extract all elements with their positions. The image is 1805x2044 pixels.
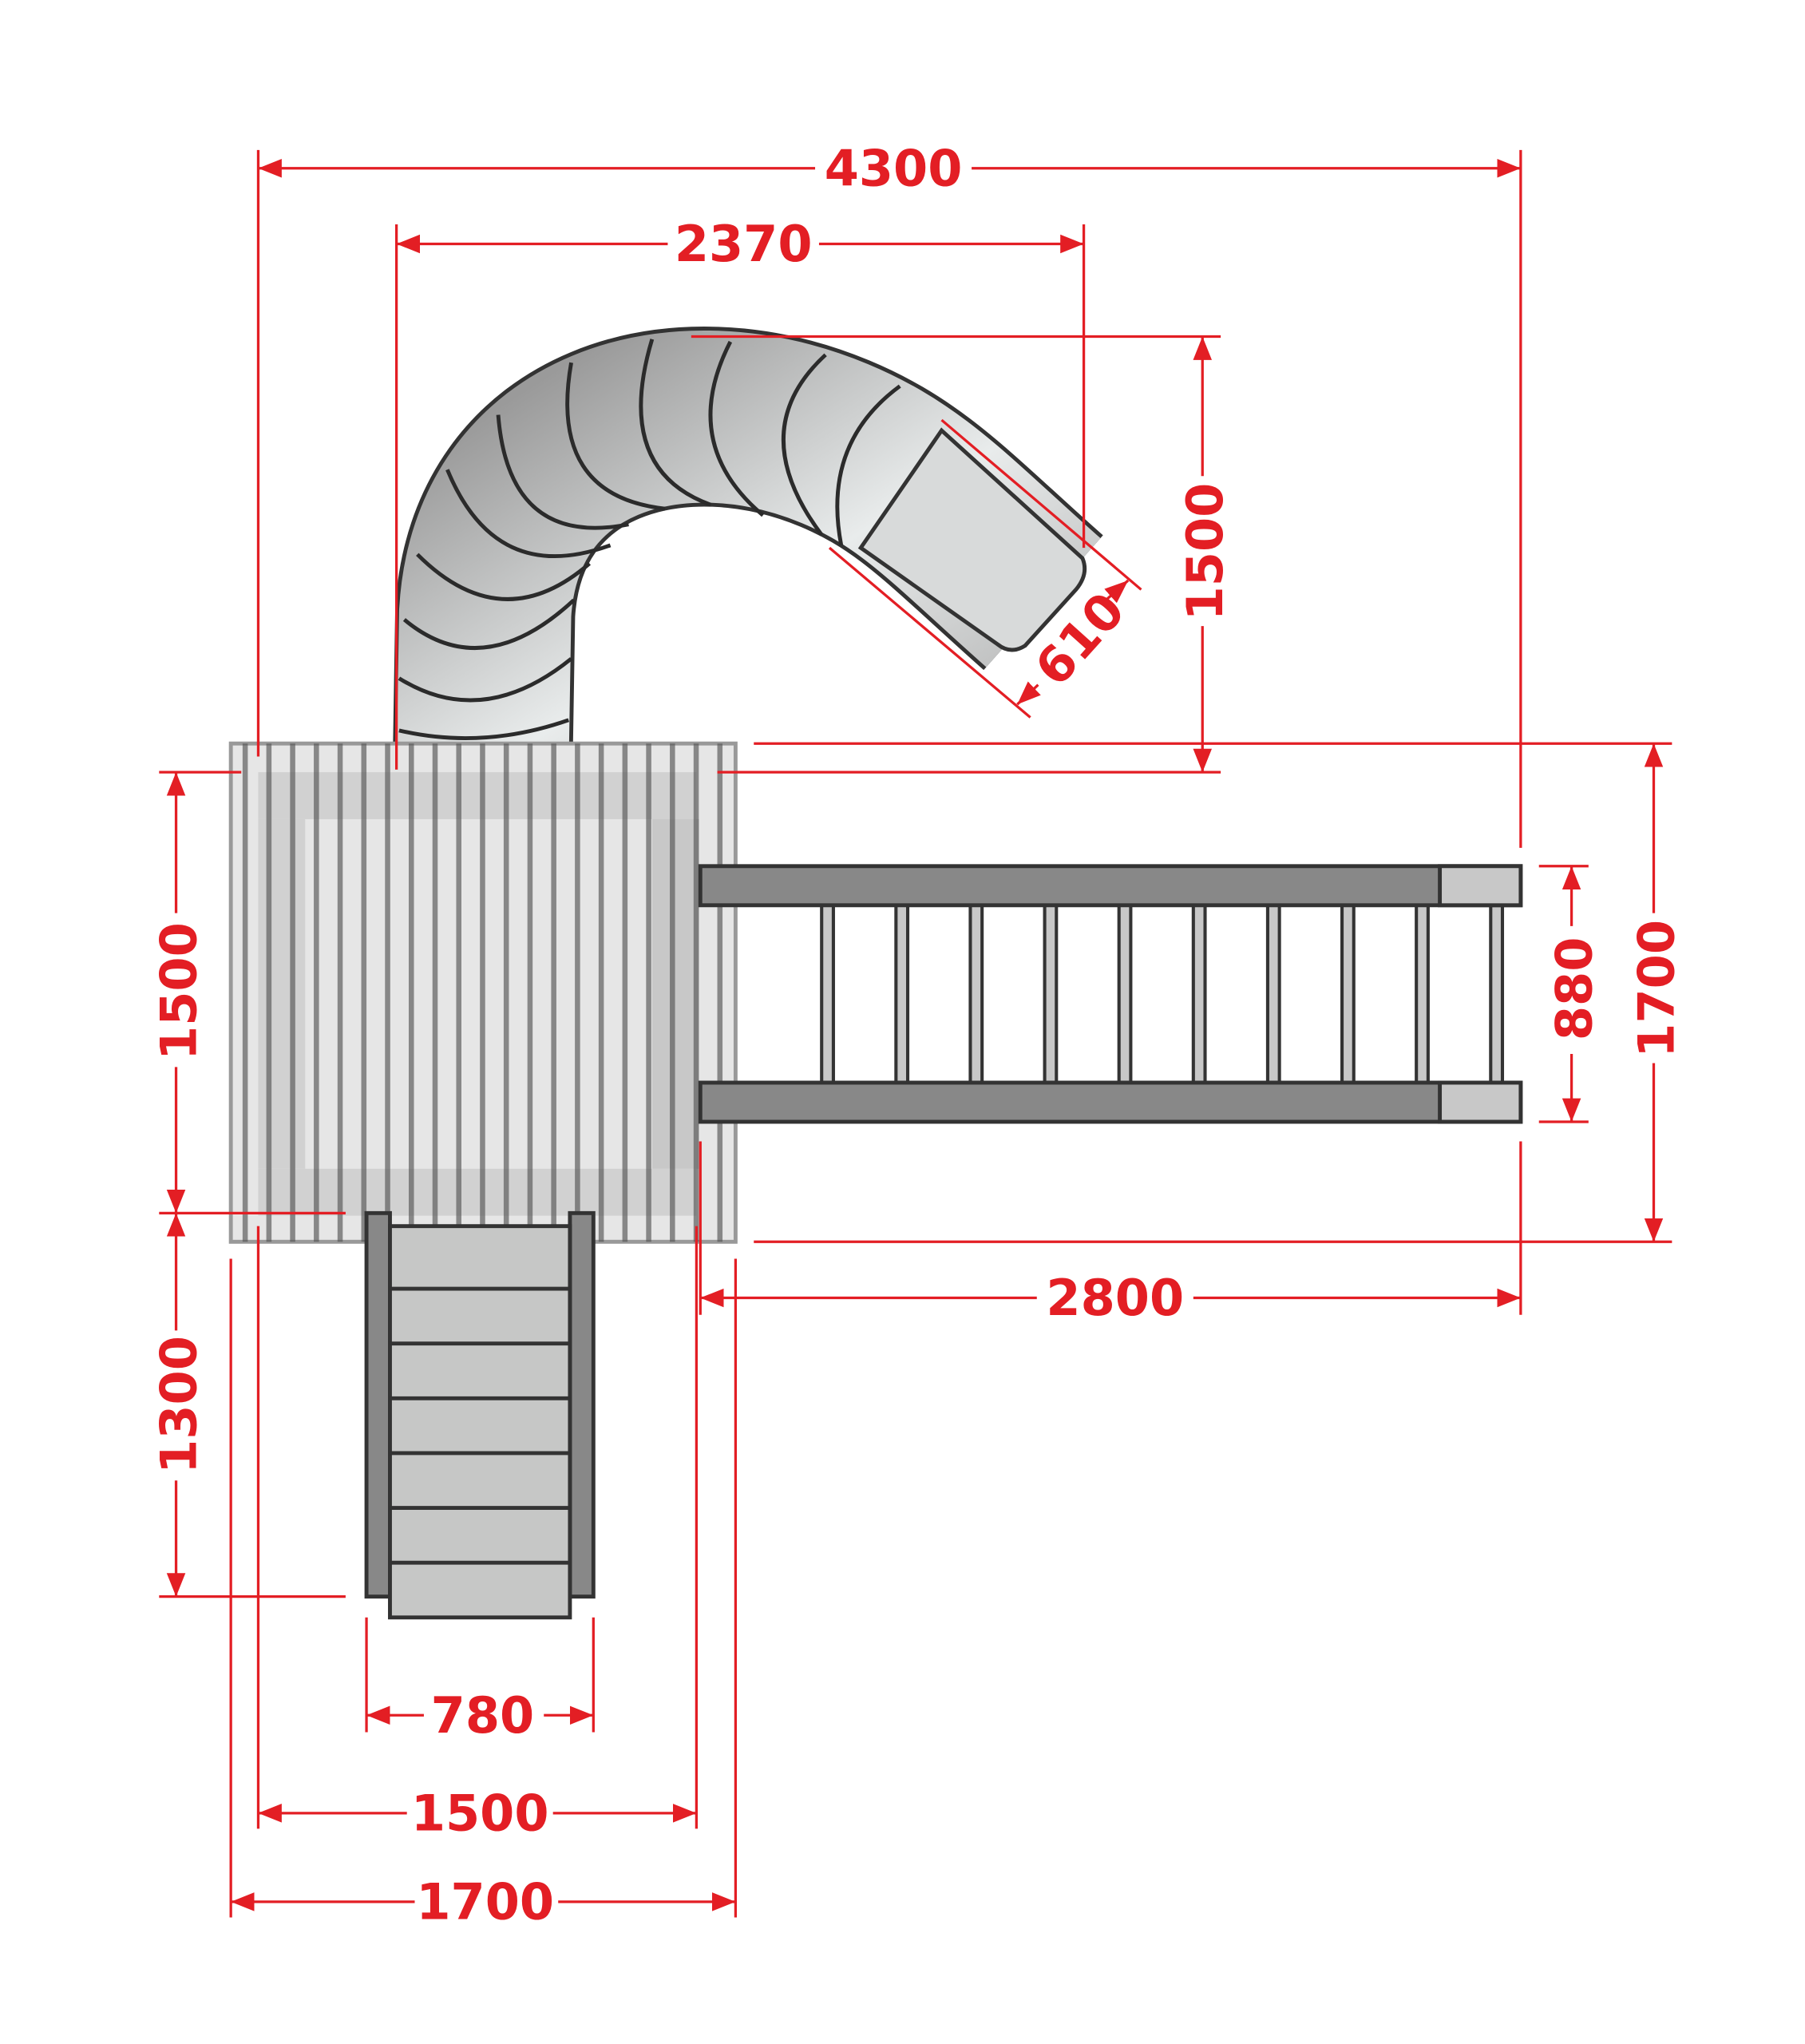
- ladder: [698, 864, 1523, 1124]
- deck-slat: [717, 743, 723, 1242]
- deck-slat: [266, 743, 272, 1242]
- deck-slat: [670, 743, 675, 1242]
- deck-slat: [290, 743, 295, 1242]
- deck-slat: [646, 743, 651, 1242]
- deck-slat: [432, 743, 438, 1242]
- deck-slat: [527, 743, 533, 1242]
- dim-overall-depth: 1700: [1627, 920, 1685, 1058]
- deck-slat: [242, 743, 248, 1242]
- dimension-lines: [166, 159, 1664, 1911]
- dim-platform-outer-width: 1700: [416, 1872, 554, 1931]
- extension-lines: [159, 149, 1672, 1918]
- dim-platform-inner-depth: 1500: [149, 922, 208, 1060]
- deck-slat: [361, 743, 367, 1242]
- ladder-rung: [968, 903, 984, 1085]
- deck-slat: [480, 743, 485, 1242]
- deck-slat: [408, 743, 414, 1242]
- dim-slide-depth: 1500: [1176, 483, 1234, 621]
- ladder-rung: [1117, 903, 1133, 1085]
- dim-stairs-length: 1300: [149, 1336, 208, 1474]
- dim-ladder-width: 880: [1545, 937, 1603, 1041]
- slide-segments: [398, 339, 901, 740]
- ladder-rung: [1191, 903, 1207, 1085]
- platform: [228, 741, 738, 1244]
- dim-overall-width: 4300: [825, 139, 963, 197]
- deck-slat: [503, 743, 509, 1242]
- deck-slat: [622, 743, 628, 1242]
- deck-slat: [385, 743, 390, 1242]
- ladder-rung: [1265, 903, 1281, 1085]
- ladder-rung: [1489, 903, 1505, 1085]
- ladder-rung: [820, 903, 835, 1085]
- ladder-rung: [1415, 903, 1430, 1085]
- deck-slat: [314, 743, 319, 1242]
- dim-slide-width: 2370: [675, 215, 813, 273]
- stairs: [364, 1210, 596, 1620]
- dim-stairs-width: 780: [431, 1686, 535, 1745]
- deck-slat: [337, 743, 343, 1242]
- dim-platform-inner-width: 1500: [411, 1784, 549, 1842]
- ladder-rung: [1340, 903, 1356, 1085]
- deck-slat: [456, 743, 461, 1242]
- ladder-rung: [1043, 903, 1059, 1085]
- tube-slide: [392, 327, 1103, 774]
- deck-slat: [693, 743, 699, 1242]
- deck-slats: [242, 743, 723, 1242]
- dim-ladder-length: 2800: [1046, 1269, 1184, 1327]
- ladder-rung: [894, 903, 910, 1085]
- deck-slat: [598, 743, 604, 1242]
- deck-slat: [575, 743, 580, 1242]
- deck-slat: [551, 743, 556, 1242]
